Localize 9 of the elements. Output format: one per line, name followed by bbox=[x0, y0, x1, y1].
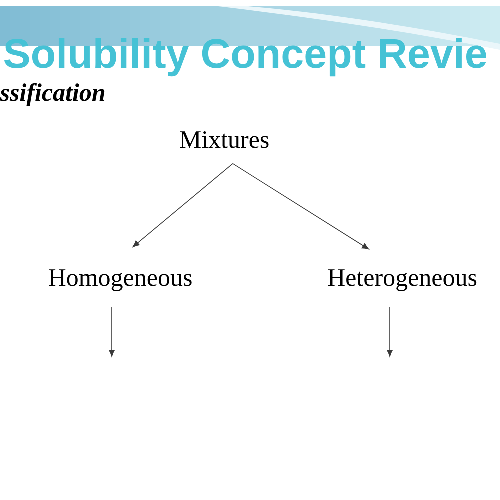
section-heading: ssification bbox=[0, 83, 105, 106]
node-label: Homogeneous bbox=[49, 270, 192, 292]
slide-title: Solubility Concept Revie bbox=[4, 38, 486, 77]
arrow bbox=[232, 163, 370, 250]
node-label: Heterogeneous bbox=[328, 270, 477, 292]
arrow bbox=[109, 306, 115, 357]
node-label: Mixtures bbox=[180, 131, 269, 148]
arrow bbox=[132, 163, 234, 248]
arrow bbox=[387, 306, 393, 357]
